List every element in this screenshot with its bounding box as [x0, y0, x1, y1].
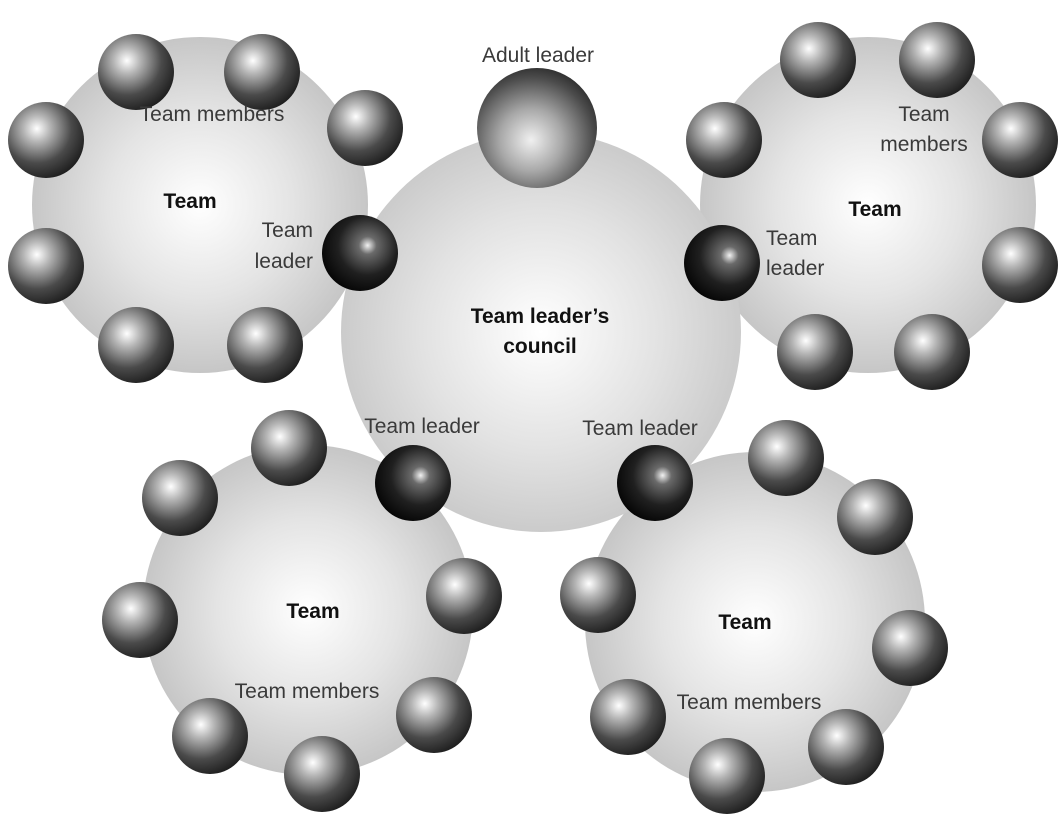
top-left-members-label: Team members: [140, 103, 285, 126]
member-ball: [899, 22, 975, 98]
member-ball: [8, 102, 84, 178]
member-ball: [982, 102, 1058, 178]
member-ball: [172, 698, 248, 774]
team-leader-ball-top-left: [322, 215, 398, 291]
adult-leader-ball: [477, 68, 597, 188]
team-disc-top-right: [700, 37, 1036, 373]
adult-leader-label: Adult leader: [482, 44, 594, 67]
bottom-right-leader-label: Team leader: [582, 417, 698, 440]
member-ball: [396, 677, 472, 753]
top-right-members-label-line1: Team: [898, 103, 949, 126]
team-disc-bottom-right: [585, 452, 925, 792]
member-ball: [327, 90, 403, 166]
member-ball: [560, 557, 636, 633]
top-right-leader-label-line2: leader: [766, 257, 824, 280]
member-ball: [982, 227, 1058, 303]
team-disc-bottom-left: [143, 445, 473, 775]
member-ball: [251, 410, 327, 486]
bottom-right-members-label: Team members: [677, 691, 822, 714]
member-ball: [8, 228, 84, 304]
team-leader-ball-top-right: [684, 225, 760, 301]
team-members-bottom-left: [102, 410, 502, 812]
bottom-right-team-label: Team: [718, 611, 771, 634]
member-ball: [284, 736, 360, 812]
team-members-top-right: [686, 22, 1058, 390]
member-ball: [227, 307, 303, 383]
member-ball: [777, 314, 853, 390]
bottom-left-members-label: Team members: [235, 680, 380, 703]
bottom-left-leader-label: Team leader: [364, 415, 480, 438]
team-leader-ball-bottom-left: [375, 445, 451, 521]
member-ball: [686, 102, 762, 178]
member-ball: [98, 34, 174, 110]
top-left-team-label: Team: [163, 190, 216, 213]
member-ball: [98, 307, 174, 383]
member-ball: [102, 582, 178, 658]
top-right-team-label: Team: [848, 198, 901, 221]
team-disc-top-left: [32, 37, 368, 373]
team-members-bottom-right: [560, 420, 948, 814]
member-ball: [748, 420, 824, 496]
member-ball: [689, 738, 765, 814]
member-ball: [590, 679, 666, 755]
member-ball: [780, 22, 856, 98]
member-ball: [894, 314, 970, 390]
member-ball: [426, 558, 502, 634]
top-right-members-label-line2: members: [880, 133, 968, 156]
top-right-leader-label-line1: Team: [766, 227, 817, 250]
team-members-top-left: [8, 34, 403, 383]
member-ball: [872, 610, 948, 686]
member-ball: [142, 460, 218, 536]
member-ball: [224, 34, 300, 110]
council-label-line2: council: [503, 335, 577, 358]
team-leader-ball-bottom-right: [617, 445, 693, 521]
council-label-line1: Team leader’s: [471, 305, 610, 328]
top-left-leader-label-line2: leader: [255, 250, 313, 273]
council-disc: [341, 132, 741, 532]
member-ball: [837, 479, 913, 555]
member-ball: [808, 709, 884, 785]
bottom-left-team-label: Team: [286, 600, 339, 623]
top-left-leader-label-line1: Team: [262, 219, 313, 242]
